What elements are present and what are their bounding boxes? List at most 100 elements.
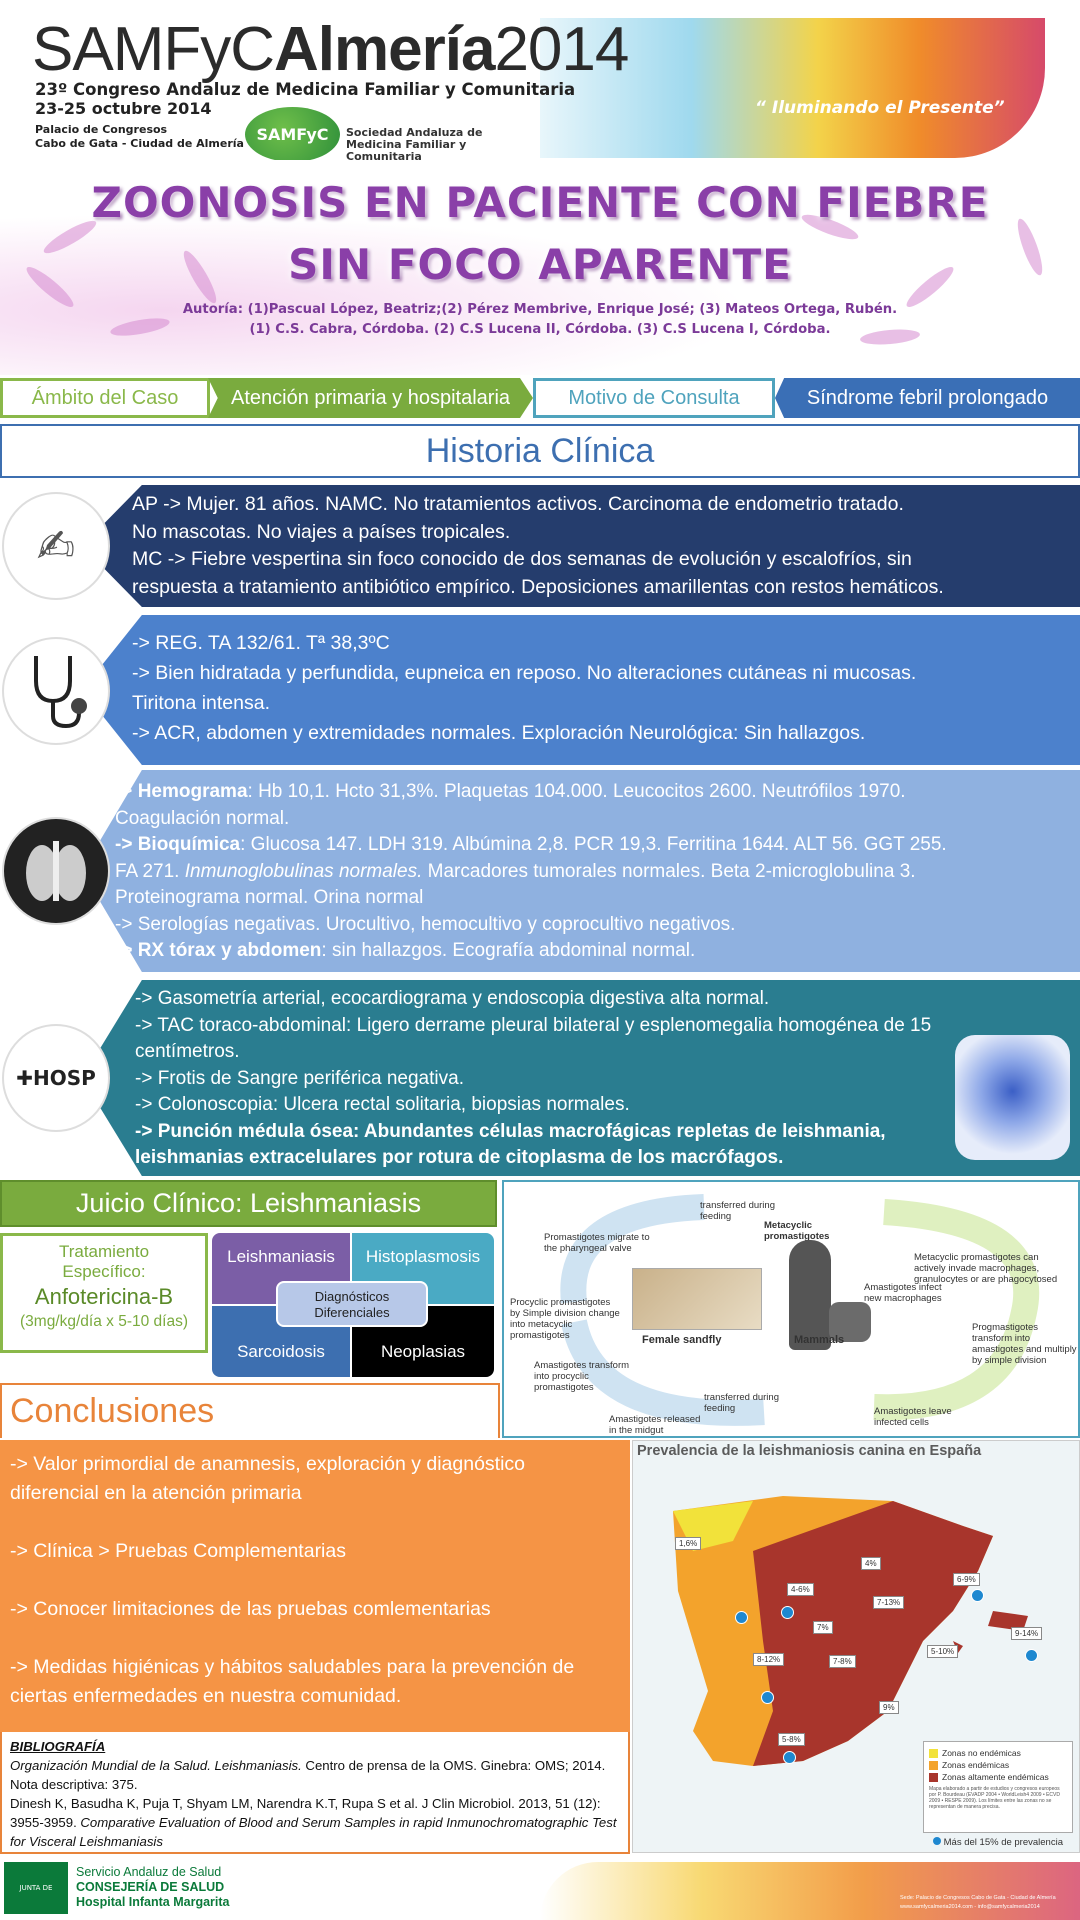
sas-name: Servicio Andaluz de Salud	[76, 1865, 222, 1879]
text-line: MC -> Fiebre vespertina sin foco conocid…	[132, 548, 912, 570]
text-line: -> TAC toraco-abdominal: Ligero derrame …	[135, 1014, 932, 1036]
cycle-label: transferred during feeding	[704, 1392, 779, 1414]
bibliografia: BIBLIOGRAFÍA Organización Mundial de la …	[0, 1732, 630, 1854]
high-prevalence-dot	[783, 1751, 796, 1764]
cycle-label: transferred during feeding	[700, 1200, 775, 1222]
cycle-label: Metacyclic promastigotes can actively in…	[914, 1252, 1058, 1285]
consejeria-name: CONSEJERÍA DE SALUD	[76, 1880, 225, 1894]
poster-title-line1: ZOONOSIS EN PACIENTE CON FIEBRE	[91, 178, 989, 227]
cycle-arrows	[560, 1194, 1040, 1426]
congress-logo: SAMFyCAlmería2014	[32, 15, 629, 84]
legend-item: Zonas endémicas	[929, 1759, 1067, 1771]
cycle-label: Amastigotes infect new macrophages	[864, 1282, 942, 1304]
historia-clinica-title: Historia Clínica	[0, 424, 1080, 478]
text-line: Coagulación normal.	[115, 807, 290, 829]
antecedentes-section: ✍ AP -> Mujer. 81 años. NAMC. No tratami…	[0, 485, 1080, 607]
header-banner-graphic	[540, 18, 1045, 158]
legend-item: Zonas no endémicas	[929, 1747, 1067, 1759]
bibliografia-heading: BIBLIOGRAFÍA	[10, 1739, 106, 1754]
text-line: -> ACR, abdomen y extremidades normales.…	[132, 722, 866, 744]
map-label: 4%	[861, 1557, 881, 1570]
high-prevalence-dot	[735, 1611, 748, 1624]
text-line: AP -> Mujer. 81 años. NAMC. No tratamien…	[132, 493, 904, 515]
stethoscope-icon	[2, 637, 110, 745]
pruebas-section: -> Hemograma: Hb 10,1. Hcto 31,3%. Plaqu…	[0, 770, 1080, 972]
motivo-value: Síndrome febril prolongado	[775, 378, 1080, 418]
hospital-icon: ✚HOSP	[2, 1024, 110, 1132]
text-line: -> Serologías negativas. Urocultivo, hem…	[115, 913, 736, 935]
venue-line1: Palacio de Congresos	[35, 123, 168, 136]
ambito-value: Atención primaria y hospitalaria	[208, 378, 533, 418]
cycle-label: Female sandfly	[642, 1334, 722, 1346]
chest-xray-icon	[2, 817, 110, 925]
text-line: -> Punción médula ósea: Abundantes célul…	[135, 1120, 886, 1142]
society-name: Sociedad Andaluza de Medicina Familiar y…	[346, 126, 483, 163]
conclusion-item: -> Valor primordial de anamnesis, explor…	[10, 1453, 526, 1504]
human-silhouette	[789, 1240, 831, 1350]
reference-2: Dinesh K, Basudha K, Puja T, Shyam LM, N…	[10, 1796, 617, 1849]
text-line: -> REG. TA 132/61. Tª 38,3ºC	[132, 632, 390, 654]
exploracion-section: -> REG. TA 132/61. Tª 38,3ºC -> Bien hid…	[0, 615, 1080, 765]
text-line: -> Frotis de Sangre periférica negativa.	[135, 1067, 464, 1089]
hospital-name: Hospital Infanta Margarita	[76, 1895, 230, 1909]
high-prevalence-dot	[781, 1606, 794, 1619]
juicio-clinico-title: Juicio Clínico: Leishmaniasis	[0, 1180, 497, 1227]
tratamiento-dose: (3mg/kg/día x 5-10 días)	[20, 1313, 188, 1330]
footer-note-2: www.samfycalmeria2014.com - info@samfyca…	[900, 1904, 1040, 1910]
leishmania-life-cycle-diagram: transferred during feeding Metacyclic pr…	[502, 1180, 1080, 1438]
conclusion-item: -> Conocer limitaciones de las pruebas c…	[10, 1598, 491, 1620]
high-prevalence-dot	[1025, 1649, 1038, 1662]
cycle-label: Amastigotes leave infected cells	[874, 1406, 952, 1428]
section-arrow-box	[82, 485, 1080, 607]
map-label: 7-8%	[829, 1655, 856, 1668]
leishmania-microscopy-image	[955, 1035, 1070, 1160]
text-line: -> Bioquímica: Glucosa 147. LDH 319. Alb…	[115, 834, 947, 855]
slogan: “ Iluminando el Presente”	[755, 98, 1005, 118]
legend-swatch	[929, 1772, 938, 1782]
map-dots-note: Más del 15% de prevalencia	[933, 1837, 1063, 1848]
dd-center-line2: Diferenciales	[314, 1305, 390, 1320]
reference-1: Organización Mundial de la Salud. Leishm…	[10, 1758, 606, 1792]
cycle-label: Procyclic promastigotes by Simple divisi…	[510, 1297, 620, 1341]
text-line: -> Gasometría arterial, ecocardiograma y…	[135, 988, 770, 1009]
text-line: -> Hemograma: Hb 10,1. Hcto 31,3%. Plaqu…	[115, 781, 906, 802]
high-prevalence-dot	[761, 1691, 774, 1704]
affiliations: (1) C.S. Cabra, Córdoba. (2) C.S Lucena …	[249, 322, 831, 337]
map-label: 6-9%	[953, 1573, 980, 1586]
high-prevalence-dot	[971, 1589, 984, 1602]
authors: Autoría: (1)Pascual López, Beatriz;(2) P…	[182, 302, 898, 317]
text-line: leishmanias extracelulares por rotura de…	[135, 1147, 784, 1168]
venue-line2: Cabo de Gata - Ciudad de Almería	[35, 137, 244, 150]
text-line: Tiritona intensa.	[132, 692, 271, 714]
map-label: 9%	[879, 1701, 899, 1714]
map-label: 5-8%	[778, 1733, 805, 1746]
map-label: 8-12%	[753, 1653, 785, 1666]
dot-legend-icon	[933, 1837, 941, 1845]
congress-dates: 23-25 octubre 2014	[35, 99, 212, 118]
exploracion-text: -> REG. TA 132/61. Tª 38,3ºC -> Bien hid…	[132, 628, 916, 748]
motivo-label: Motivo de Consulta	[533, 378, 775, 418]
cycle-label: Amastigotes transform into procyclic pro…	[534, 1360, 630, 1393]
conclusiones-box: -> Valor primordial de anamnesis, explor…	[0, 1440, 630, 1732]
conclusiones-title: Conclusiones	[0, 1383, 500, 1438]
cycle-label: Progmastigotes transform into amastigote…	[972, 1322, 1077, 1366]
antecedentes-text: AP -> Mujer. 81 años. NAMC. No tratamien…	[132, 491, 944, 601]
text-line: centímetros.	[135, 1041, 240, 1062]
cycle-label: Metacyclic promastigotes	[764, 1220, 830, 1242]
text-line: respuesta a tratamiento antibiótico empí…	[132, 575, 944, 598]
ambito-label: Ámbito del Caso	[0, 378, 210, 418]
dd-center-line1: Diagnósticos	[314, 1289, 390, 1304]
map-legend: Zonas no endémicas Zonas endémicas Zonas…	[923, 1741, 1073, 1833]
map-label: 7%	[813, 1621, 833, 1634]
cycle-label: Amastigotes released in the midgut	[609, 1414, 701, 1436]
title-background	[0, 160, 1080, 375]
text-line: -> Colonoscopia: Ulcera rectal solitaria…	[135, 1094, 630, 1115]
legend-swatch	[929, 1748, 938, 1758]
map-label: 9-14%	[1011, 1627, 1043, 1640]
pruebas-hospital-section: ✚HOSP -> Gasometría arterial, ecocardiog…	[0, 980, 1080, 1176]
map-label: 5-10%	[927, 1645, 959, 1658]
spain-prevalence-map: Prevalencia de la leishmaniosis canina e…	[632, 1440, 1080, 1853]
map-label: 4-6%	[787, 1583, 814, 1596]
poster-title-line2: SIN FOCO APARENTE	[288, 240, 792, 289]
text-line: Proteinograma normal. Orina normal	[115, 887, 424, 908]
